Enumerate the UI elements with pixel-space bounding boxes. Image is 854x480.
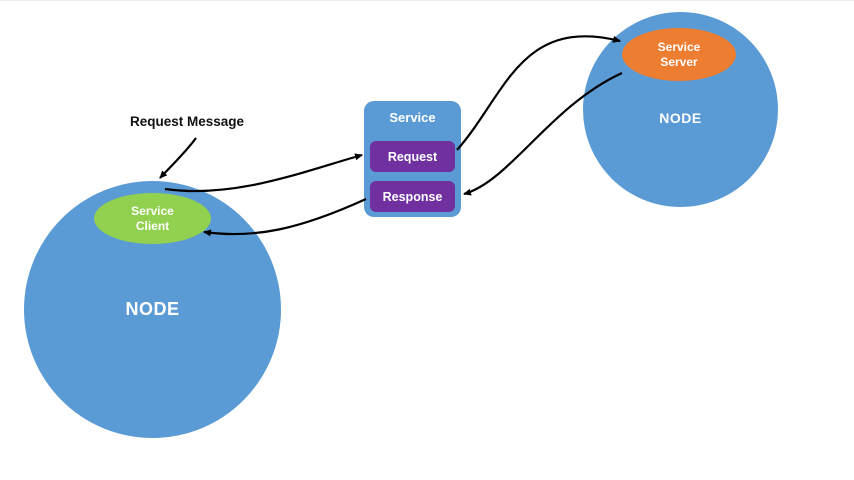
service-client-label-line2: Client [135, 218, 170, 233]
service-box-title: Service [389, 110, 436, 125]
request-message-label: Request Message [130, 114, 245, 129]
service-server-ellipse: Service Server [622, 28, 736, 81]
server-node-label: NODE [659, 109, 702, 126]
service-server-label-line2: Server [660, 54, 698, 69]
client-to-request-arrow [164, 153, 363, 193]
request-message-pointer-arrow [159, 137, 197, 179]
response-box: Response [370, 181, 455, 212]
client-node-label: NODE [125, 299, 180, 319]
request-box: Request [370, 141, 455, 172]
service-box: Service Request Response [364, 101, 461, 217]
service-client-label-line1: Service [131, 203, 174, 218]
service-server-label-line1: Service [657, 39, 701, 54]
service-client-ellipse: Service Client [94, 193, 211, 244]
